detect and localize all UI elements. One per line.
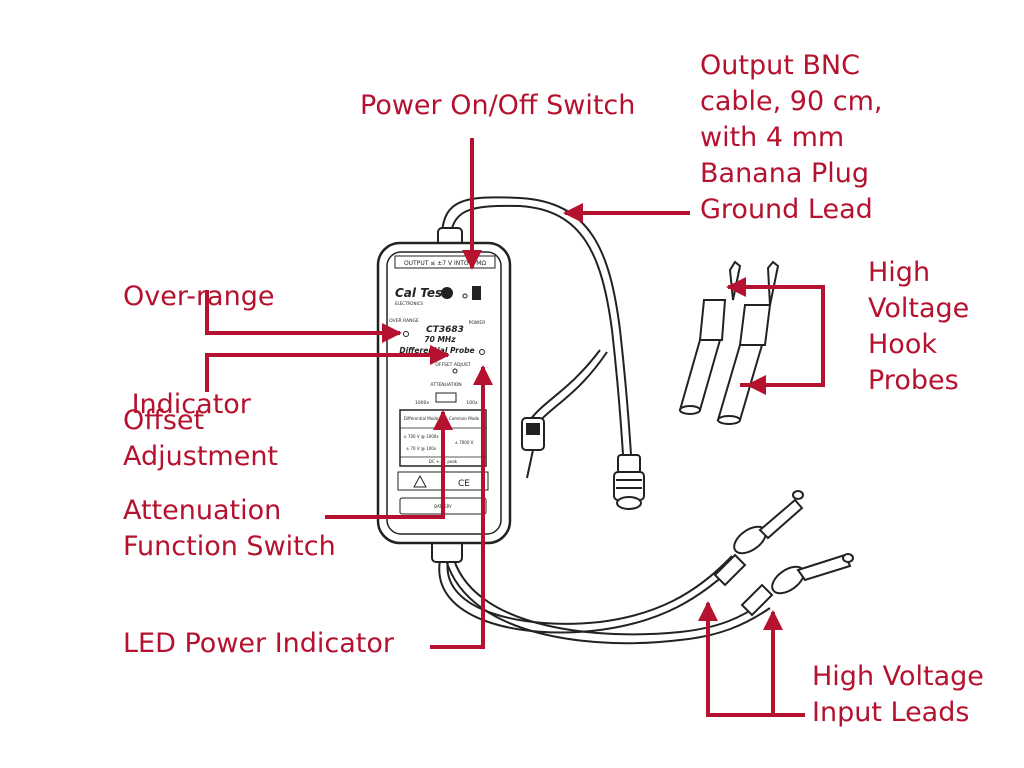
- banana-plug: [521, 417, 545, 479]
- label-output-bnc: Output BNC cable, 90 cm, with 4 mm Banan…: [700, 50, 883, 225]
- power-switch[interactable]: [472, 286, 481, 300]
- led-power-indicator: [479, 349, 485, 355]
- table-common: ± 7000 V: [455, 440, 474, 445]
- label-over-range: Over-range Indicator: [123, 281, 275, 420]
- table-row-2: ± 70 V @ 100x: [406, 446, 437, 451]
- attenuation-switch[interactable]: [435, 392, 457, 403]
- input-lead-cables: [438, 555, 771, 645]
- warning-triangle-icon: [413, 474, 427, 488]
- table-row-1: ± 700 V @ 1000x: [403, 434, 439, 439]
- attenuation-label: ATTENUATION: [430, 382, 461, 388]
- input-lead-probe-2: [740, 553, 854, 617]
- over-range-label: OVER RANGE: [389, 318, 419, 324]
- bnc-connector: [613, 454, 645, 510]
- brand-sub: ELECTRONICS: [395, 301, 423, 306]
- over-range-indicator: [403, 331, 409, 337]
- label-power-switch: Power On/Off Switch: [360, 90, 636, 121]
- label-attenuation: Attenuation Function Switch: [123, 495, 336, 562]
- label-led: LED Power Indicator: [123, 628, 395, 659]
- hook-probe-right: [716, 260, 780, 425]
- arrow-attenuation: [325, 410, 453, 519]
- input-lead-probe-1: [713, 490, 804, 587]
- arrow-offset: [205, 345, 450, 392]
- ce-mark: CE: [458, 479, 470, 489]
- label-offset: Offset Adjustment: [123, 405, 279, 472]
- table-header-left: Differential Mode: [404, 416, 439, 421]
- power-label: POWER: [469, 320, 486, 326]
- offset-label: OFFSET ADJUST: [435, 362, 471, 368]
- offset-knob[interactable]: [452, 368, 458, 374]
- output-label: OUTPUT ≤ ±7 V INTO 1 MΩ: [404, 260, 487, 267]
- arrow-led: [430, 365, 493, 649]
- brand-logo-icon: [441, 287, 453, 299]
- arrow-over-range: [205, 290, 402, 343]
- arrow-input-leads: [698, 601, 805, 717]
- model-name: CT3683: [426, 325, 464, 335]
- brand-name: Cal Test: [395, 286, 449, 300]
- bandwidth: 70 MHz: [424, 335, 456, 344]
- attenuation-left: 1000x: [415, 400, 429, 406]
- attenuation-right: 100x: [466, 400, 478, 406]
- label-input-leads: High Voltage Input Leads: [812, 661, 984, 728]
- label-hook-probes: High Voltage Hook Probes: [868, 257, 970, 396]
- callout-arrows: [205, 138, 825, 717]
- table-header-right: Common Mode: [449, 416, 480, 421]
